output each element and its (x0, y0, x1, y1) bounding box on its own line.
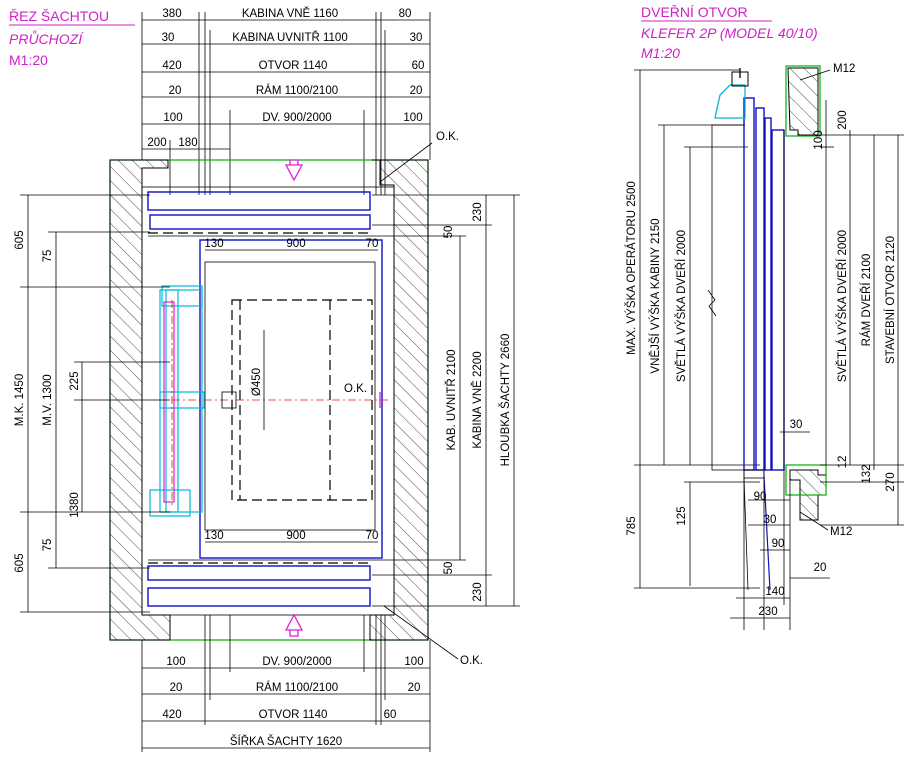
top-row5-center: DV. 900/2000 (262, 112, 331, 124)
door-125: 125 (676, 506, 688, 525)
top-row3-left: 420 (162, 60, 181, 72)
right-230-bottom: 230 (472, 582, 484, 601)
left-title-main: ŘEZ ŠACHTOU (9, 8, 109, 24)
right-vertical-dims: 230 KAB. UVNITŘ 2100 KABINA VNĚ 2200 HLO… (372, 194, 520, 607)
door-ext-cabin: VNĚJŠÍ VÝŠKA KABINY 2150 (649, 218, 662, 373)
left-605-top: 605 (14, 230, 26, 249)
door-bottom-230: 230 (758, 606, 777, 618)
inner-d50-bottom: 50 (443, 562, 455, 575)
ok-label-top: O.K. (436, 131, 459, 143)
top-row2-left: 30 (162, 32, 175, 44)
left-225: 225 (69, 371, 81, 390)
top-row4-center: RÁM 1100/2100 (256, 84, 338, 97)
top-200: 200 (147, 137, 166, 149)
top-row3-right: 60 (412, 60, 425, 72)
right-title-main: DVEŘNÍ OTVOR (641, 4, 748, 20)
bottom-row3-center: OTVOR 1140 (259, 709, 328, 721)
door-section: MAX. VÝŠKA OPERÁTORU 2500 VNĚJŠÍ VÝŠKA K… (625, 63, 904, 630)
door-200: 200 (837, 110, 849, 129)
door-clear-left: SVĚTLÁ VÝŠKA DVEŘÍ 2000 (675, 230, 688, 382)
inner-d50-top: 50 (443, 226, 455, 239)
door-clear-right: SVĚTLÁ VÝŠKA DVEŘÍ 2000 (836, 230, 849, 382)
top-row4-left: 20 (169, 85, 182, 97)
right-kab-out: KABINA VNĚ 2200 (471, 351, 484, 448)
right-title-scale: M1:20 (641, 45, 680, 61)
left-1380: 1380 (69, 492, 81, 518)
top-row4-right: 20 (410, 85, 423, 97)
door-132: 132 (861, 464, 873, 483)
inner-bottom-130: 130 (204, 530, 223, 542)
right-title-block: DVEŘNÍ OTVOR KLEFER 2P (MODEL 40/10) M1:… (641, 4, 818, 61)
door-bottom-90b: 90 (772, 538, 785, 550)
inner-top-70: 70 (366, 238, 379, 250)
ok-label-center: O.K. (344, 383, 367, 395)
left-title-scale: M1:20 (9, 52, 48, 68)
bottom-row1-left: 100 (166, 656, 185, 668)
top-dimension-rows: 380 KABINA VNĚ 1160 80 30 KABINA UVNITŘ … (141, 7, 431, 195)
bottom-row2-right: 20 (408, 682, 421, 694)
m12-top: M12 (833, 63, 855, 75)
inner-bottom-70: 70 (366, 530, 379, 542)
door-12: 12 (837, 456, 849, 469)
left-75-top: 75 (42, 250, 54, 263)
left-title-sub: PRŮCHOZÍ (9, 29, 84, 47)
door-build: STAVEBNÍ OTVOR 2120 (884, 236, 897, 364)
bottom-row3-right: 60 (384, 709, 397, 721)
left-vertical-dims: 605 75 M.K. 1450 M.V. 1300 225 1380 75 6… (14, 194, 170, 613)
top-row2-center: KABINA UVNITŘ 1100 (232, 31, 347, 44)
top-row1-right: 80 (399, 8, 412, 20)
right-title-sub: KLEFER 2P (MODEL 40/10) (641, 25, 818, 41)
left-title-block: ŘEZ ŠACHTOU PRŮCHOZÍ M1:20 (9, 8, 135, 68)
bottom-row1-center: DV. 900/2000 (262, 656, 331, 668)
right-kab-in: KAB. UVNITŘ 2100 (445, 350, 458, 451)
left-mv: M.V. 1300 (42, 374, 54, 425)
door-bottom-90a: 90 (754, 491, 767, 503)
top-row1-center: KABINA VNĚ 1160 (242, 7, 338, 20)
bottom-row1-right: 100 (404, 656, 423, 668)
right-shaft-depth: HLOUBKA ŠACHTY 2660 (499, 334, 512, 467)
left-mk: M.K. 1450 (14, 374, 26, 426)
door-785: 785 (626, 516, 638, 535)
ok-labels: O.K. O.K. O.K. (344, 131, 483, 667)
left-75-bottom: 75 (42, 539, 54, 552)
inner-top-130: 130 (204, 238, 223, 250)
top-180: 180 (178, 137, 197, 149)
inner-bottom-900: 900 (286, 530, 305, 542)
shaft-plan (109, 159, 429, 641)
top-row3-center: OTVOR 1140 (259, 60, 328, 72)
door-bottom-20: 20 (814, 562, 827, 574)
bottom-row2-center: RÁM 1100/2100 (256, 681, 338, 694)
shaft-width: ŠÍŘKA ŠACHTY 1620 (230, 735, 342, 748)
inner-top-900: 900 (286, 238, 305, 250)
top-row5-right: 100 (403, 112, 422, 124)
door-270: 270 (885, 472, 897, 491)
door-max-operator: MAX. VÝŠKA OPERÁTORU 2500 (625, 181, 638, 355)
top-row1-left: 380 (162, 8, 181, 20)
door-bottom-30a: 30 (790, 419, 803, 431)
bottom-row3-left: 420 (162, 709, 181, 721)
right-230-top: 230 (472, 202, 484, 221)
left-605-bottom: 605 (14, 553, 26, 572)
door-bottom-140: 140 (765, 586, 784, 598)
ok-label-bottom: O.K. (460, 655, 483, 667)
inner-dims: 130 900 70 130 900 70 Ø450 50 50 (204, 226, 455, 575)
m12-bottom: M12 (830, 526, 852, 538)
door-bottom-30b: 30 (764, 514, 777, 526)
bottom-dimension-rows: 100 DV. 900/2000 100 20 RÁM 1100/2100 20… (141, 615, 431, 752)
inner-d450: Ø450 (251, 368, 263, 396)
door-100: 100 (813, 130, 825, 149)
door-frame: RÁM DVEŘÍ 2100 (860, 254, 873, 347)
bottom-row2-left: 20 (170, 682, 183, 694)
top-row2-right: 30 (410, 32, 423, 44)
top-row5-left: 100 (163, 112, 182, 124)
